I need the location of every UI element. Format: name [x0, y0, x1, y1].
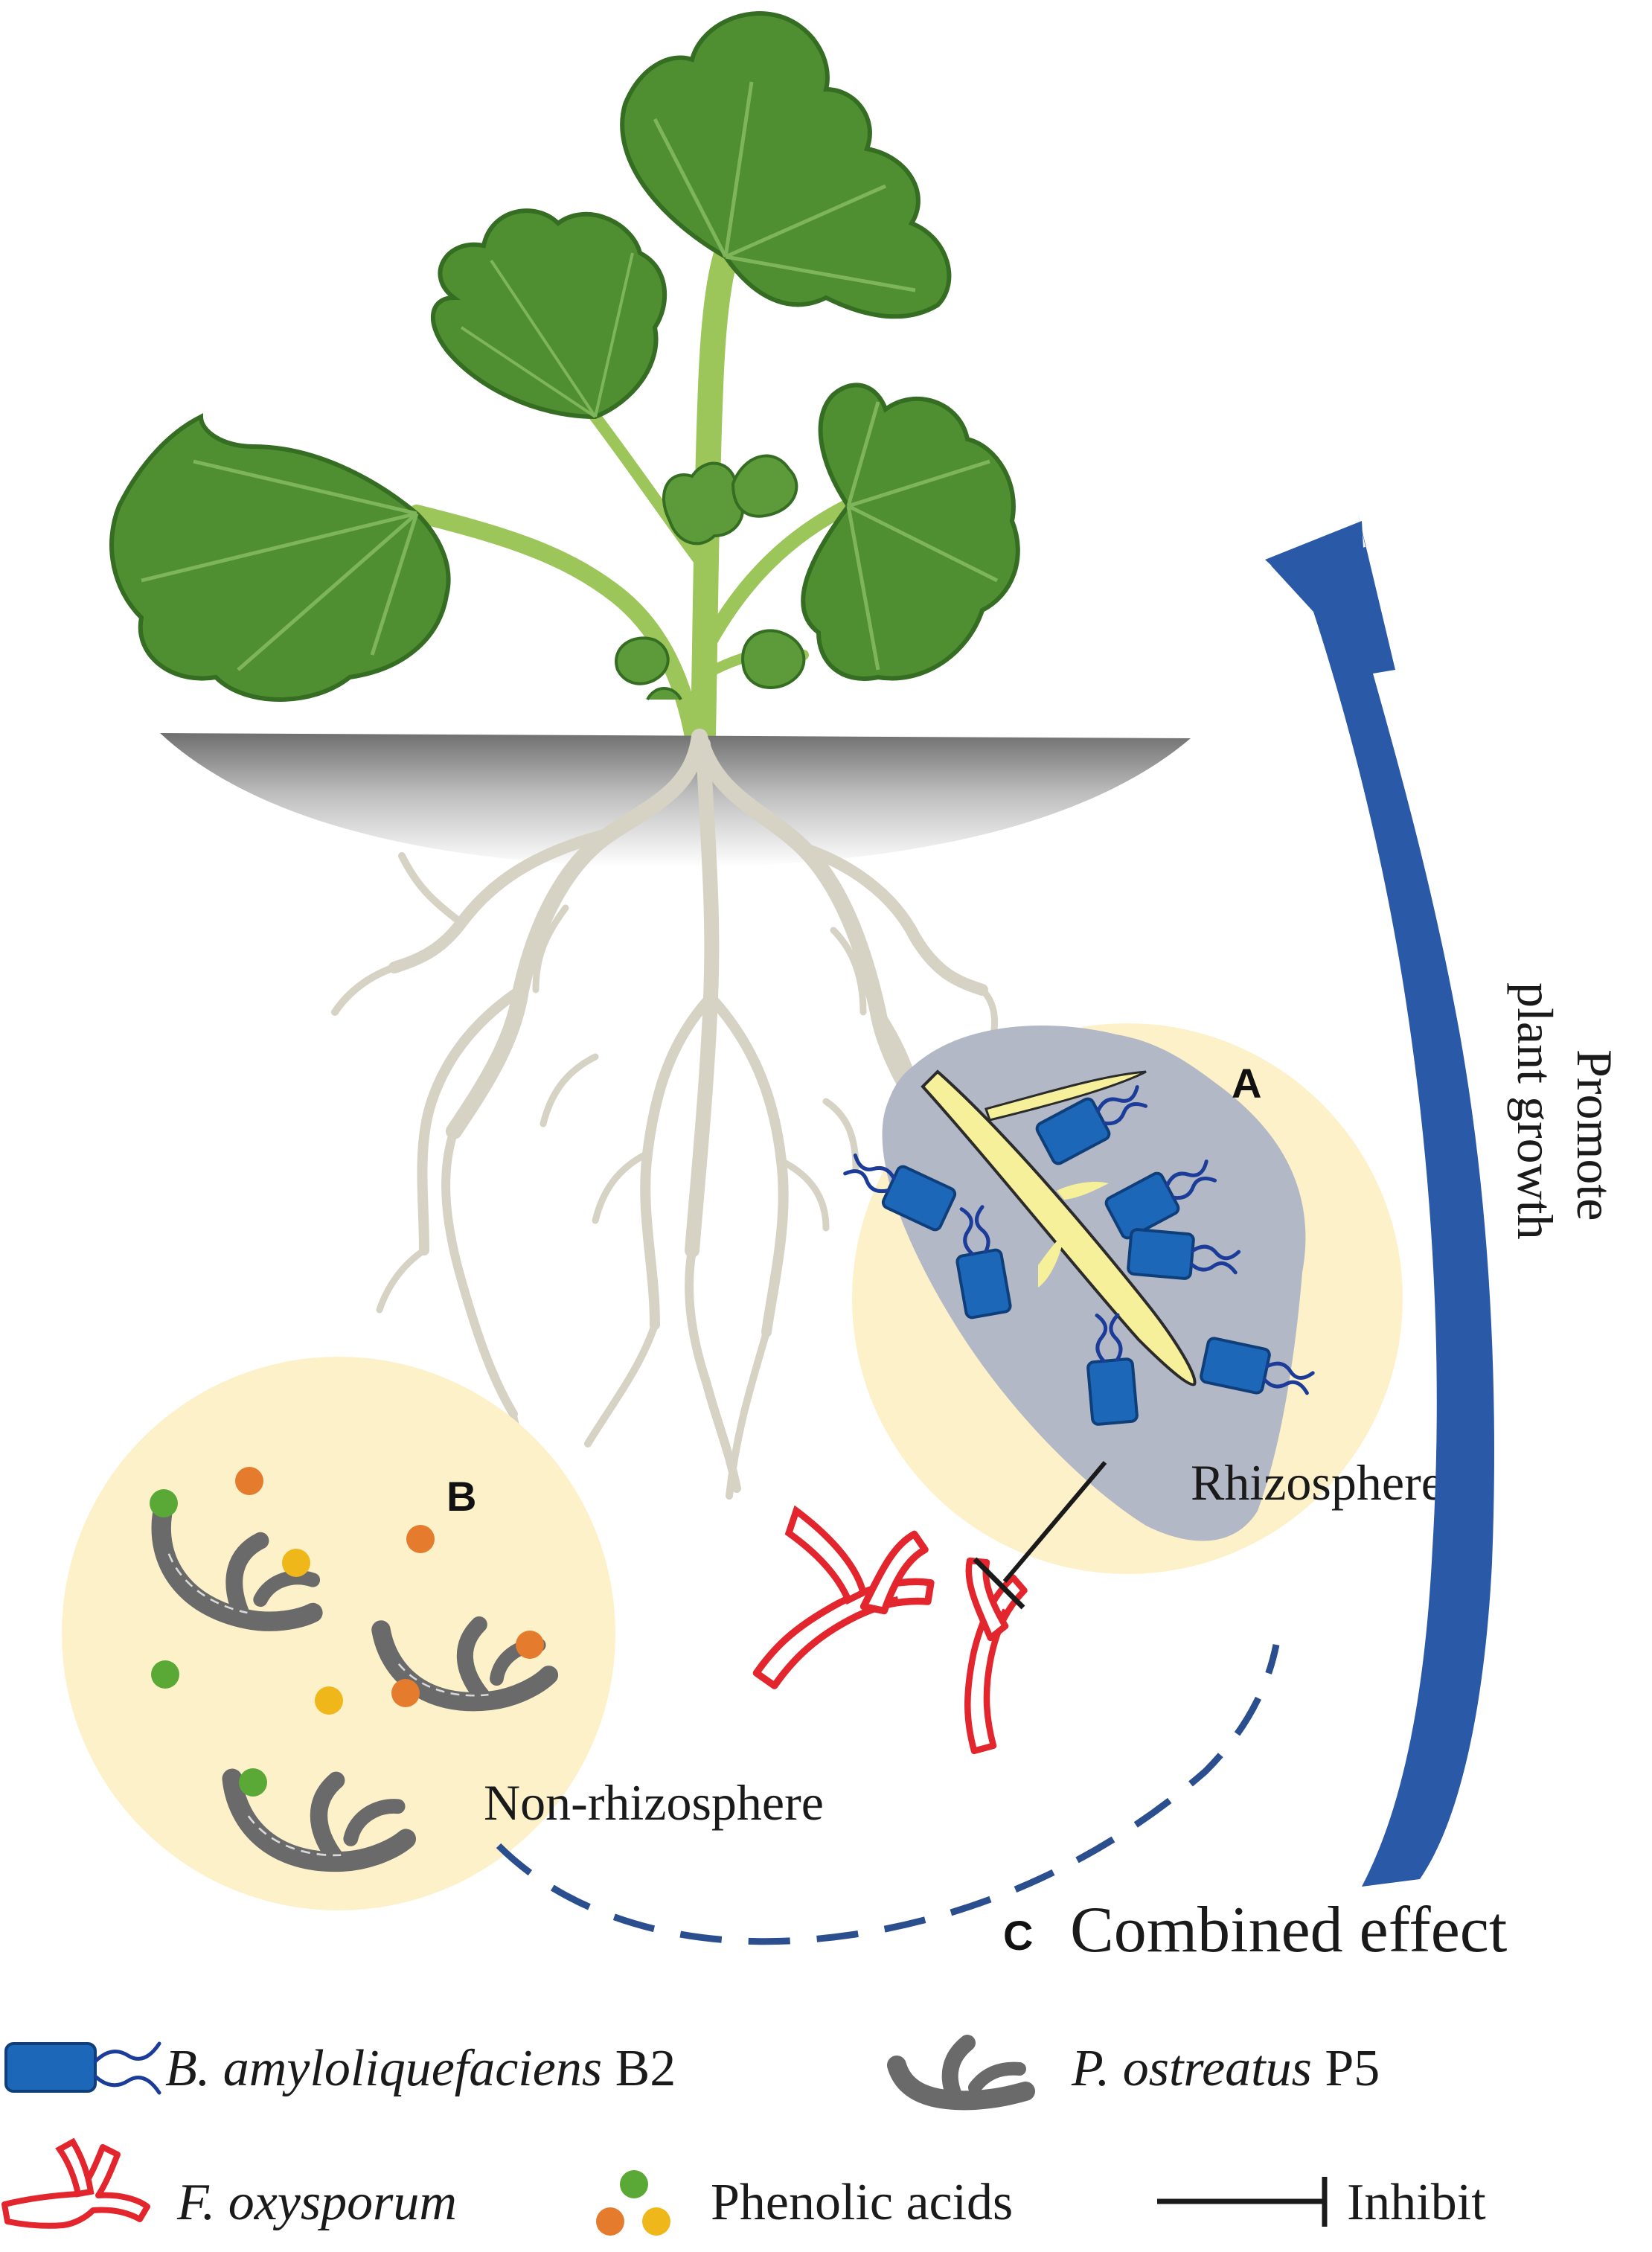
phenolic-acid-icon	[150, 1489, 178, 1517]
phenolic-acid-icon	[391, 1679, 420, 1707]
phenolic-acid-icon	[239, 1768, 267, 1797]
phenolic-acid-icon	[315, 1686, 343, 1715]
phenolic-acid-icon	[235, 1467, 263, 1495]
legend-item-mycelium: P. ostreatus P5	[887, 2035, 1380, 2111]
panel-b-label: B	[446, 1473, 476, 1520]
legend-bacteria-strain: B2	[615, 2040, 676, 2097]
promote-growth-arrow	[1271, 514, 1494, 1887]
combined-effect-dashed-curve	[496, 1644, 1280, 1945]
legend-mushroom-genus: P. ostreatus	[1071, 2040, 1312, 2097]
legend-pathogen-label: F. oxysporum	[176, 2174, 457, 2231]
promote-label-line2: plant growth	[1507, 982, 1563, 1240]
plant-roots	[331, 729, 999, 1507]
legend-item-phenolic: Phenolic acids	[596, 2170, 1013, 2236]
non-rhizosphere-label: Non-rhizosphere	[484, 1774, 824, 1831]
pathogen-group	[737, 1461, 1107, 1758]
pathogen-icon	[1, 2137, 150, 2229]
mycelium-icon	[887, 2035, 1035, 2111]
legend-phenolic-label: Phenolic acids	[711, 2174, 1013, 2231]
svg-text:P. ostreatus P5: P. ostreatus P5	[1071, 2040, 1380, 2097]
legend-item-bacteria: B. amyloliquefaciens B2	[4, 2040, 676, 2097]
phenolic-acid-icon	[516, 1631, 544, 1659]
non-rhizosphere-circle	[62, 1357, 615, 1910]
inhibit-icon	[1157, 2177, 1328, 2227]
phenolic-acid-icon	[406, 1525, 435, 1553]
legend-inhibit-label: Inhibit	[1347, 2174, 1486, 2231]
phenolic-acid-icon	[596, 2207, 624, 2236]
svg-text:B. amyloliquefaciens B2: B. amyloliquefaciens B2	[165, 2040, 676, 2097]
phenolic-acid-icon	[282, 1549, 310, 1577]
soil-surface	[160, 733, 1191, 867]
combined-effect-label: Combined effect	[1070, 1894, 1507, 1966]
rhizosphere-label: Rhizosphere	[1191, 1454, 1444, 1511]
root-tip	[921, 1069, 1197, 1386]
legend-mushroom-strain: P5	[1325, 2040, 1380, 2097]
legend-item-pathogen: F. oxysporum	[1, 2137, 457, 2231]
non-rhizosphere-panel: B Non-rhizosphere	[62, 1357, 824, 1910]
inhibit-bar	[973, 1557, 1025, 1610]
phenolic-acid-icon	[620, 2170, 648, 2198]
plant-shoot	[109, 11, 1020, 749]
legend: B. amyloliquefaciens B2 P. ostreatus P5 …	[1, 2035, 1486, 2236]
promote-label-line1: Promote	[1566, 1049, 1623, 1221]
legend-item-inhibit: Inhibit	[1157, 2174, 1486, 2231]
phenolic-acid-icon	[642, 2207, 670, 2236]
panel-a-label: A	[1232, 1060, 1261, 1107]
legend-bacteria-genus: B. amyloliquefaciens	[165, 2040, 602, 2097]
bacteria-icon	[4, 2042, 97, 2093]
phenolic-acid-icon	[151, 1660, 179, 1689]
inhibit-line	[1002, 1461, 1107, 1583]
panel-c-label: C	[1003, 1912, 1033, 1959]
rhizosphere-panel: A Rhizosphere	[839, 1023, 1444, 1574]
